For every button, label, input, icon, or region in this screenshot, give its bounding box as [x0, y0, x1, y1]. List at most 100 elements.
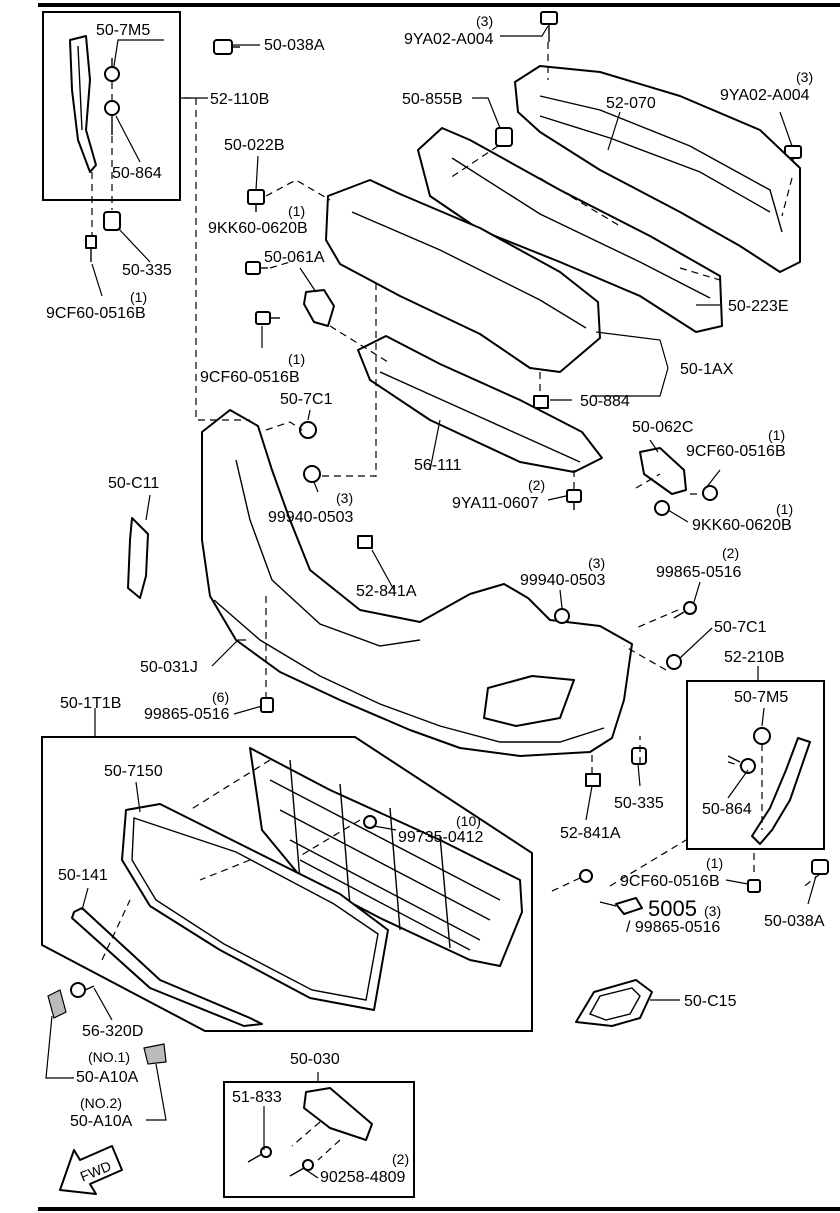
note-no2: (NO.2) — [80, 1095, 122, 1111]
label-9CF60-mid: 9CF60-0516B — [200, 369, 300, 386]
ornament-50-A10A-no1 — [47, 989, 67, 1019]
qty-99865-right: (2) — [722, 545, 739, 561]
bracket-50-062C — [639, 447, 687, 495]
bolt-99735 — [363, 815, 377, 829]
label-99865-lower-left: 99865-0516 — [144, 706, 230, 723]
clip-50-855B — [495, 127, 513, 147]
label-50-A10A-no1: 50-A10A — [76, 1069, 139, 1086]
clip-50-7C1-left — [299, 421, 317, 439]
qty-90258: (2) — [392, 1151, 409, 1167]
label-50-7C1-right: 50-7C1 — [714, 619, 767, 636]
qty-9YA02-right: (3) — [796, 69, 813, 85]
bumper-fascia-50-031J — [201, 409, 633, 757]
label-52-110B: 52-110B — [210, 91, 269, 108]
clip-50-884 — [533, 395, 549, 409]
clip-99940-center — [554, 608, 570, 624]
qty-9CF60-mid: (1) — [288, 351, 305, 367]
label-9YA02-top: 9YA02-A004 — [404, 31, 494, 48]
bolt-9CF60-mid — [255, 311, 280, 325]
label-50-031J: 50-031J — [140, 659, 198, 676]
bracket-50-061A — [303, 289, 335, 327]
label-50-062C: 50-062C — [632, 419, 693, 436]
bolt-9CF60-right-lower — [747, 879, 761, 893]
label-50-855B: 50-855B — [402, 91, 463, 108]
label-51-833: 51-833 — [232, 1089, 282, 1106]
qty-5005: (3) — [704, 903, 721, 919]
bolt-9KK60-lower — [654, 500, 670, 516]
label-50-864-left: 50-864 — [112, 165, 162, 182]
label-56-320D: 56-320D — [82, 1023, 143, 1040]
bracket-50-030 — [303, 1087, 373, 1141]
label-99735: 99735-0412 — [398, 829, 484, 846]
label-50-7C1-left: 50-7C1 — [280, 391, 333, 408]
label-50-C15: 50-C15 — [684, 993, 737, 1010]
bumper-reinforcement-52-070 — [514, 65, 801, 273]
qty-9YA02-top: (3) — [476, 13, 493, 29]
label-50-335-left: 50-335 — [122, 262, 172, 279]
label-9CF60-left: 9CF60-0516B — [46, 305, 146, 322]
rivet-51-833 — [247, 1146, 272, 1163]
bolt-9YA02-top — [540, 11, 558, 42]
label-50-864-right: 50-864 — [702, 801, 752, 818]
label-50-038A-top: 50-038A — [264, 37, 325, 54]
bolt-9CF60-right-upper — [702, 485, 718, 501]
clip-99940-left — [303, 465, 321, 483]
label-99865-center: / 99865-0516 — [626, 919, 720, 936]
screw-50-864-right — [727, 755, 756, 774]
grille-frame-50-7150 — [121, 803, 389, 1011]
rivet-50-7M5-right — [753, 727, 771, 745]
qty-9CF60-right-lower: (1) — [706, 855, 723, 871]
clip-50-335-right — [631, 747, 647, 765]
label-50-022B: 50-022B — [224, 137, 285, 154]
label-5005: 5005 — [648, 896, 697, 921]
label-50-7150: 50-7150 — [104, 763, 163, 780]
clip-50-335-left — [103, 211, 121, 231]
label-90258: 90258-4809 — [320, 1169, 406, 1186]
deflector-50-C11 — [127, 517, 149, 599]
ornament-50-A10A-no2 — [143, 1043, 167, 1065]
label-9KK60-lower: 9KK60-0620B — [692, 517, 792, 534]
label-50-884: 50-884 — [580, 393, 630, 410]
label-56-111: 56-111 — [414, 457, 462, 474]
label-50-C11: 50-C11 — [108, 475, 159, 492]
molding-kit-box-right — [686, 680, 825, 850]
bolt-9KK60-upper — [245, 261, 268, 275]
part-labels: 50-7M5 50-038A 52-110B 50-864 50-335 9CF… — [46, 13, 825, 1186]
label-9CF60-right-upper: 9CF60-0516B — [686, 443, 786, 460]
clip-50-038A-right — [811, 859, 829, 875]
forward-direction-arrow — [59, 1145, 123, 1195]
note-no1: (NO.1) — [88, 1049, 130, 1065]
grille-50-7150-mesh — [249, 747, 523, 967]
label-50-335-right: 50-335 — [614, 795, 664, 812]
qty-9YA11: (2) — [528, 477, 545, 493]
label-52-210B: 52-210B — [724, 649, 785, 666]
label-99940-left: 99940-0503 — [268, 509, 354, 526]
label-52-070: 52-070 — [606, 95, 656, 112]
label-50-1T1B: 50-1T1B — [60, 695, 121, 712]
bracket-set-box — [223, 1081, 415, 1198]
label-52-841A-upper: 52-841A — [356, 583, 417, 600]
bolt-99865-right — [673, 601, 697, 619]
bolt-9CF60-left — [85, 235, 97, 262]
label-50-7M5-right: 50-7M5 — [734, 689, 788, 706]
rivet-50-7M5-left — [104, 58, 120, 82]
label-50-030: 50-030 — [290, 1051, 340, 1068]
label-9YA11: 9YA11-0607 — [452, 495, 539, 512]
leader-lines — [45, 25, 821, 1179]
qty-99865-lower-left: (6) — [212, 689, 229, 705]
label-9YA02-right: 9YA02-A004 — [720, 87, 810, 104]
qty-9KK60-upper: (1) — [288, 203, 305, 219]
qty-9CF60-right-upper: (1) — [768, 427, 785, 443]
qty-99940-center: (3) — [588, 555, 605, 571]
screw-50-864-left — [104, 100, 120, 135]
label-99865-right: 99865-0516 — [656, 564, 742, 581]
qty-9CF60-left: (1) — [130, 289, 147, 305]
fog-lamp-bezel-50-C15 — [575, 979, 653, 1027]
bracket-56-320D — [70, 982, 95, 998]
clip-52-841A-upper — [357, 535, 373, 549]
side-molding-left — [69, 35, 97, 173]
bolt-9YA11 — [566, 489, 582, 510]
label-50-061A: 50-061A — [264, 249, 325, 266]
bracket-50-1AX — [325, 179, 601, 373]
